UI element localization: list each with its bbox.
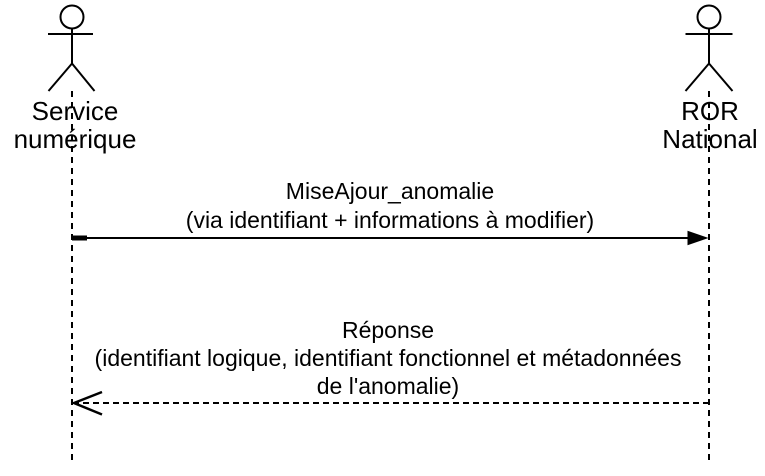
- message1-label-line1: MiseAjour_anomalie: [286, 178, 494, 204]
- actor-head: [59, 4, 85, 30]
- actor-label-ror-line2: National: [662, 124, 757, 154]
- actor-label-ror-line1: ROR: [681, 96, 739, 126]
- message2-label-line3: de l'anomalie): [317, 373, 459, 399]
- actor-right-leg: [708, 62, 734, 92]
- actor-right-leg: [71, 62, 96, 92]
- message1-label-line2: (via identifiant + informations à modifi…: [186, 207, 594, 233]
- message-miseajour-anomalie: MiseAjour_anomalie (via identifiant + in…: [72, 178, 709, 246]
- message2-label-line2: (identifiant logique, identifiant foncti…: [95, 345, 682, 371]
- actor-left-leg: [684, 62, 710, 92]
- actor-icon-service-numerique: [47, 4, 96, 92]
- message-reponse: Réponse (identifiant logique, identifian…: [70, 317, 709, 416]
- actor-head: [696, 4, 722, 30]
- actor-icon-ror-national: [684, 4, 734, 92]
- actor-label-service-line2: numérique: [14, 124, 137, 154]
- message2-label-line1: Réponse: [342, 317, 434, 343]
- arrowhead-filled-right-icon: [687, 230, 709, 246]
- actor-label-service-line1: Service: [32, 96, 119, 126]
- arrowhead-open-left-icon: [70, 390, 103, 416]
- actor-left-leg: [47, 62, 73, 92]
